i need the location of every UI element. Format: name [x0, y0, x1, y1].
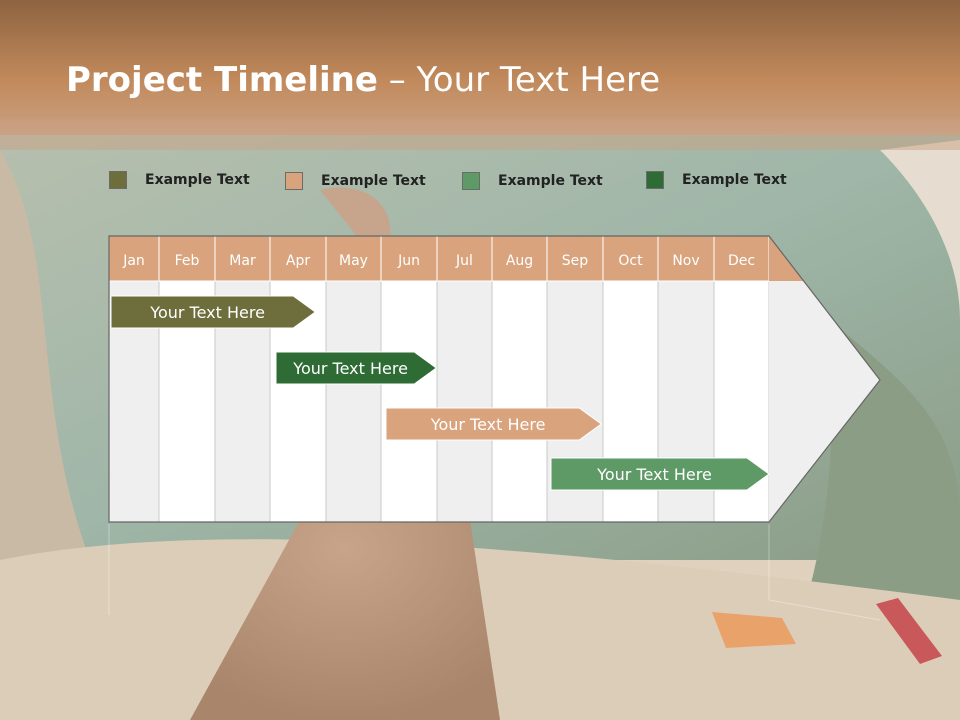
month-label: May [339, 253, 368, 269]
legend-swatch [285, 172, 303, 190]
arrow-tip-body [769, 281, 880, 522]
legend-item: Example Text [646, 170, 787, 190]
month-label: Jul [455, 253, 473, 269]
legend-swatch [462, 172, 480, 190]
legend-item: Example Text [285, 171, 426, 191]
month-label: Nov [672, 253, 699, 269]
legend-item: Example Text [109, 170, 250, 190]
month-column [436, 280, 493, 523]
task-label: Your Text Here [596, 465, 712, 484]
legend-swatch [646, 171, 664, 189]
month-label: Jun [397, 253, 420, 269]
title-bold: Project Timeline [66, 60, 378, 100]
month-column [380, 280, 438, 523]
month-label: Aug [506, 253, 533, 269]
task-label: Your Text Here [292, 359, 408, 378]
month-header-cell [380, 235, 438, 282]
legend-item: Example Text [462, 171, 603, 191]
task-label: Your Text Here [430, 415, 546, 434]
timeline-outline [108, 235, 881, 523]
timeline-reflection [108, 524, 881, 621]
month-header-cell [602, 235, 659, 282]
legend-label: Example Text [682, 172, 787, 188]
legend-label: Example Text [498, 173, 603, 189]
slide-title: Project Timeline – Your Text Here [66, 60, 660, 100]
task-label: Your Text Here [149, 303, 265, 322]
title-subtitle: – Your Text Here [377, 60, 661, 100]
month-header-cell [108, 235, 160, 282]
task-bar [110, 295, 317, 329]
month-label: Oct [618, 253, 643, 269]
month-header-cell [158, 235, 216, 282]
legend-label: Example Text [145, 172, 250, 188]
task-bar [550, 457, 770, 491]
month-header-cell [546, 235, 604, 282]
task-bar [275, 351, 438, 385]
month-label: Mar [229, 253, 256, 269]
month-label: Feb [175, 253, 200, 269]
month-label: Jan [122, 253, 145, 269]
legend-swatch [109, 171, 127, 189]
month-header-cell [269, 235, 327, 282]
month-column [325, 280, 382, 523]
month-label: Sep [562, 253, 589, 269]
month-label: Apr [286, 253, 310, 269]
month-header-cell [491, 235, 548, 282]
month-column [491, 280, 548, 523]
task-bar [385, 407, 603, 441]
legend-label: Example Text [321, 173, 426, 189]
month-label: Dec [728, 253, 755, 269]
